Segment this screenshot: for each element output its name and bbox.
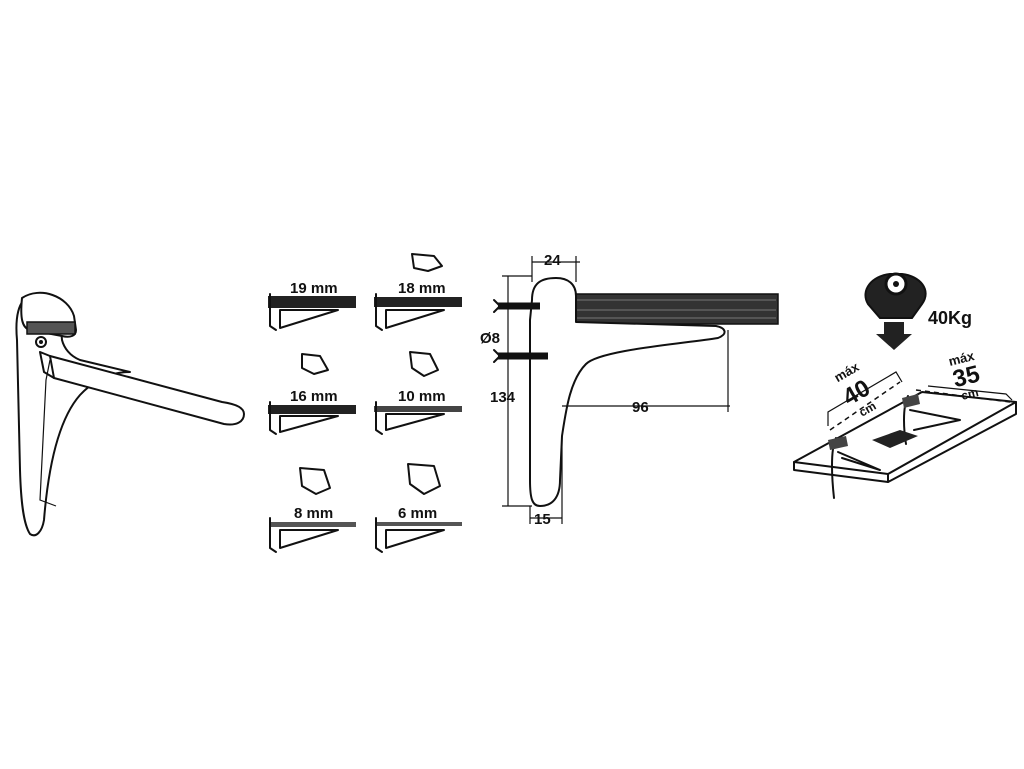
thickness-option: 19 mm [268, 280, 356, 331]
dimension-label-24: 24 [544, 252, 561, 269]
shelf-panel-19mm [268, 296, 356, 308]
thickness-label-18mm: 18 mm [398, 280, 446, 297]
max-label-b: máx [947, 348, 977, 369]
dimension-label-96: 96 [632, 399, 649, 416]
dimension-label-diameter: Ø8 [480, 330, 500, 347]
thickness-option: 8 mm [269, 467, 356, 553]
clamp-insert-icon [411, 253, 443, 272]
thickness-label-8mm: 8 mm [294, 505, 333, 522]
arrow-down-icon [876, 322, 912, 350]
thickness-grid: 19 mm 18 mm 16 mm 10 mm [268, 253, 462, 553]
thickness-label-16mm: 16 mm [290, 388, 338, 405]
thickness-option: 18 mm [374, 253, 462, 331]
clamp-insert-icon [407, 463, 441, 495]
dimension-label-15: 15 [534, 511, 551, 528]
dimension-drawing: 24 Ø8 134 96 15 [480, 252, 779, 528]
thickness-label-19mm: 19 mm [290, 280, 338, 297]
dimension-label-134: 134 [490, 389, 516, 406]
clamp-insert-icon [301, 353, 329, 375]
bracket-profile [529, 277, 726, 507]
bracket-illustration [15, 291, 245, 537]
spacing-unit-b: cm [960, 385, 980, 403]
thickness-option: 10 mm [374, 351, 462, 435]
thickness-option: 6 mm [375, 463, 462, 553]
clamp-insert-icon [299, 467, 331, 495]
spacing-value-b: 35 [950, 360, 982, 393]
weight-icon [864, 272, 927, 319]
clamp-insert-icon [409, 351, 439, 377]
thickness-label-10mm: 10 mm [398, 388, 446, 405]
thickness-option: 16 mm [268, 353, 356, 435]
load-illustration: 40Kg máx 40 cm máx 35 cm [793, 272, 1017, 499]
thickness-label-6mm: 6 mm [398, 505, 437, 522]
load-weight-label: 40Kg [928, 308, 972, 328]
